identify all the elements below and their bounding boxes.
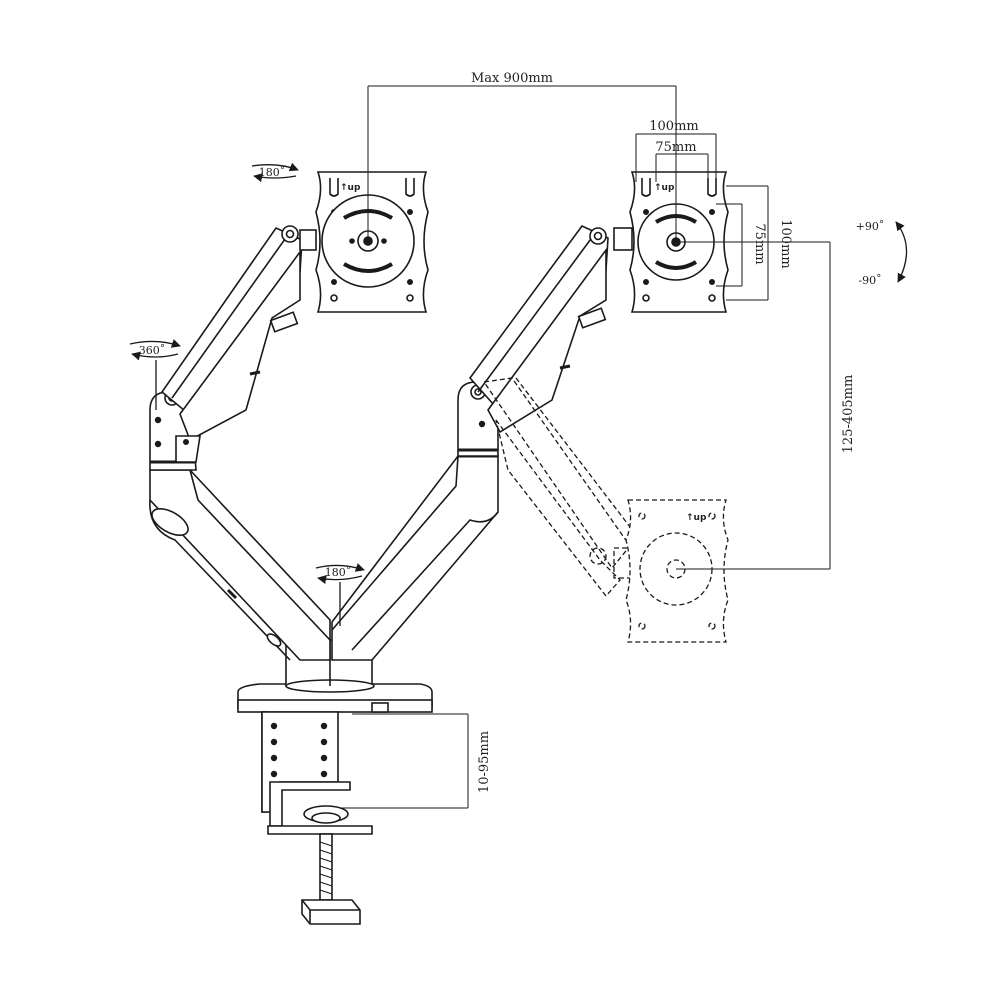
left-vesa-plate [315,171,429,313]
center-pivot-label: 180˚ [325,566,352,579]
tilt-down-label: -90˚ [858,274,881,287]
left-plate-up-mark: ↑up [340,183,361,193]
left-swivel-label: 180˚ [259,166,286,179]
right-lower-arm [331,454,499,661]
tilt-arrow [895,221,908,283]
base-release-tab [371,702,389,713]
rotation-arrows [129,162,908,626]
center-pivot-arrow [315,563,365,572]
left-swivel-arrow [251,162,299,172]
max-span-label: Max 900mm [471,71,553,86]
base-rotation-arrow [129,339,181,348]
ghost-vesa-plate [625,499,729,643]
clamp-knob [301,899,361,925]
right-plate-up-mark: ↑up [654,183,675,193]
clamp-base-edge [237,699,433,713]
vesa-outer-horizontal-label: 100mm [649,119,698,134]
left-upper-arm [160,225,317,463]
clamp-range-label: 10-95mm [477,731,492,793]
desk-clamp [237,683,433,925]
tilt-up-label: +90˚ [856,220,885,233]
base-rotation-label: 360˚ [139,344,166,357]
left-lower-arm [149,469,331,661]
vesa-inner-vertical-label: 75mm [752,223,767,264]
clamp-lower-jaw [267,825,373,835]
vesa-outer-vertical-label: 100mm [778,219,793,268]
clamp-adjust-holes [270,722,328,778]
screw-thread [319,841,333,895]
ghost-plate-up-mark: ↑up [686,513,707,523]
height-range-label: 125-405mm [841,375,856,454]
dimension-lines [342,85,831,809]
vesa-inner-horizontal-label: 75mm [655,140,696,155]
right-upper-arm [468,225,633,434]
